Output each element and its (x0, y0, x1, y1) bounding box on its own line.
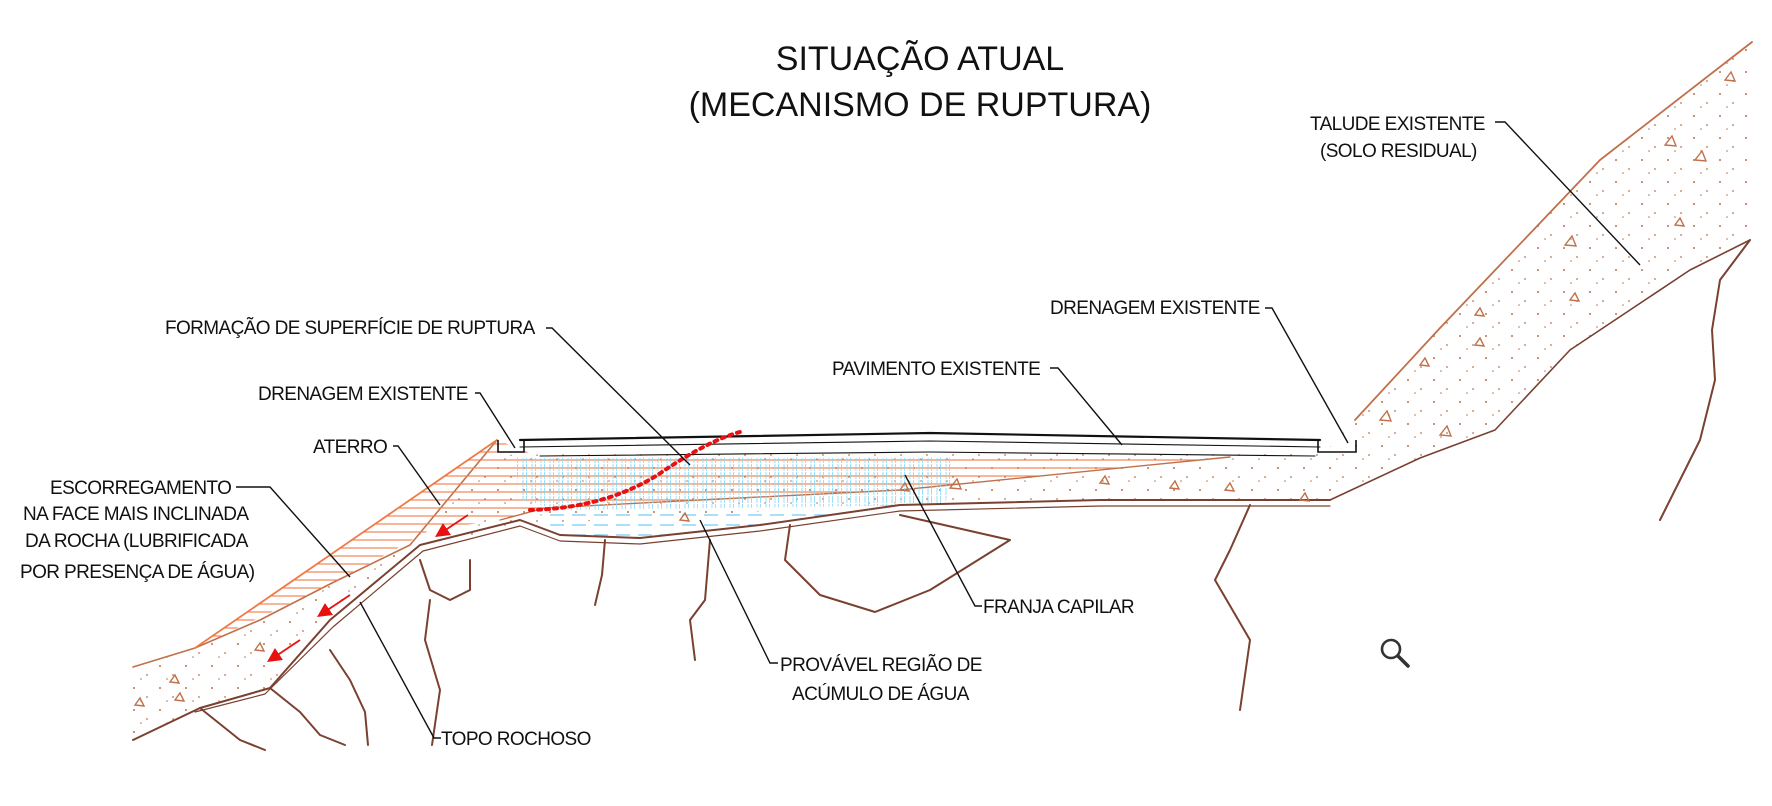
slip-arrow-3 (267, 639, 301, 662)
drainage-left (497, 440, 525, 453)
rock-top-line-inner (194, 505, 1331, 713)
slip-arrow-2 (317, 594, 351, 617)
label-pavimento-existente: PAVIMENTO EXISTENTE (832, 359, 1040, 380)
soil-gravel-marks (133, 70, 1737, 707)
leader-escorregamento (236, 486, 351, 578)
label-drenagem-existente-right: DRENAGEM EXISTENTE (1050, 298, 1260, 319)
label-topo-rochoso: TOPO ROCHOSO (441, 729, 591, 750)
water-accumulation-region (535, 505, 900, 538)
rock-fissure-9 (1214, 504, 1251, 711)
label-franja-capilar: FRANJA CAPILAR (983, 597, 1134, 618)
leader-franja (904, 474, 982, 607)
rock-fissure-6 (594, 539, 606, 606)
leader-pavimento (1050, 367, 1123, 446)
right-slope-outline (1354, 41, 1753, 421)
label-talude-existente-1: TALUDE EXISTENTE (1310, 114, 1485, 135)
residual-soil-body (133, 42, 1752, 740)
zoom-button[interactable] (1378, 636, 1412, 670)
pavement-bottom (539, 451, 1316, 457)
leader-drenagem-right (1265, 307, 1349, 444)
label-escorregamento-2: NA FACE MAIS INCLINADA (23, 504, 249, 525)
leader-talude (1495, 121, 1641, 266)
leader-drenagem-left (475, 392, 516, 449)
rock-fissure-7 (689, 539, 711, 661)
aterro-outline (194, 439, 498, 649)
drainage-right (1317, 440, 1357, 453)
aterro-hatched-fill (195, 440, 1230, 648)
rock-fissure-10 (1659, 239, 1751, 521)
label-escorregamento-3: DA ROCHA (LUBRIFICADA (25, 531, 249, 552)
label-formacao-superficie-ruptura: FORMAÇÃO DE SUPERFÍCIE DE RUPTURA (165, 317, 536, 339)
leader-provavel (699, 519, 778, 664)
label-escorregamento-1: ESCORREGAMENTO (50, 478, 231, 499)
rock-fissure-2 (269, 687, 346, 746)
leader-aterro (393, 445, 441, 506)
title-line-2: (MECANISMO DE RUPTURA) (689, 86, 1152, 124)
label-escorregamento-4: POR PRESENÇA DE ÁGUA) (20, 562, 255, 583)
label-talude-existente-2: (SOLO RESIDUAL) (1320, 141, 1477, 162)
rock-fissure-8 (784, 514, 1011, 613)
soil-base-line (1329, 239, 1751, 501)
slip-arrow-1 (435, 514, 469, 537)
label-aterro: ATERRO (313, 437, 387, 458)
rupture-surface (528, 430, 742, 512)
pavement-mid (519, 440, 1321, 448)
label-provavel-regiao-2: ACÚMULO DE ÁGUA (792, 683, 970, 705)
rock-fissure-3 (329, 649, 369, 746)
rock-top-line (132, 499, 1331, 741)
magnifier-icon (1380, 638, 1410, 668)
rock-fissure-5 (424, 599, 441, 746)
rock-fissure-1 (199, 707, 266, 751)
label-drenagem-existente-left: DRENAGEM EXISTENTE (258, 384, 468, 405)
title-line-1: SITUAÇÃO ATUAL (776, 40, 1064, 78)
capillary-fringe (515, 458, 955, 510)
rock-fissure-4 (419, 559, 471, 601)
leader-topo (359, 601, 441, 739)
label-provavel-regiao-1: PROVÁVEL REGIÃO DE (780, 654, 982, 676)
pavement-top (518, 431, 1322, 442)
leader-formacao (546, 327, 691, 466)
